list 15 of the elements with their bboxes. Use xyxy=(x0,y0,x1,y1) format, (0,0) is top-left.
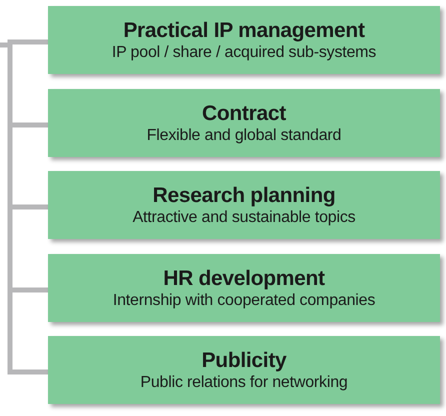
box-heading: Publicity xyxy=(202,348,286,372)
box-heading: HR development xyxy=(163,266,325,290)
topic-box xyxy=(48,89,440,157)
topic-box xyxy=(48,336,440,404)
topic-box xyxy=(48,254,440,322)
box-subtitle: Attractive and sustainable topics xyxy=(132,208,356,228)
topic-box xyxy=(48,171,440,239)
box-heading: Contract xyxy=(202,100,286,126)
box-subtitle: IP pool / share / acquired sub-systems xyxy=(112,42,376,62)
box-subtitle: Internship with cooperated companies xyxy=(112,290,376,310)
topic-box xyxy=(48,6,440,74)
box-heading: Research planning xyxy=(152,182,336,208)
box-subtitle: Flexible and global standard xyxy=(146,126,342,146)
box-subtitle: Public relations for networking xyxy=(140,372,348,392)
box-heading: Practical IP management xyxy=(123,18,365,42)
